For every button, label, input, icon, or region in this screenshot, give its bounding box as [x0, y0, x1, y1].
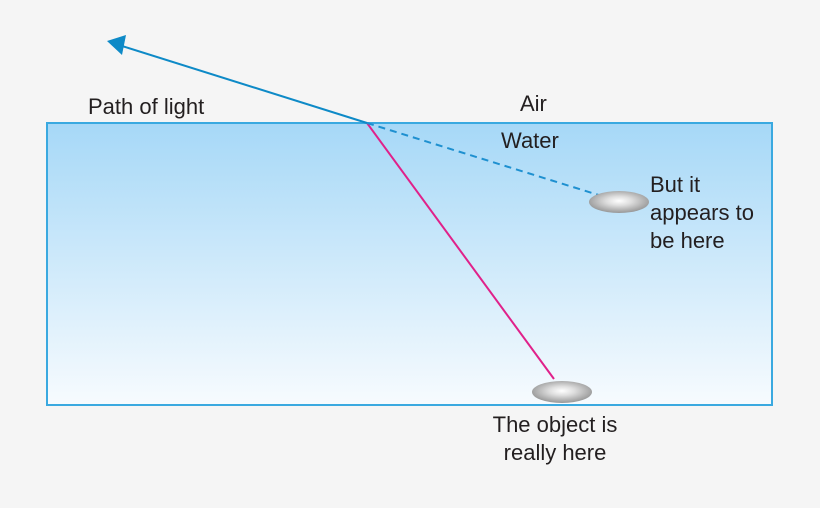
water-label: Water [501, 128, 559, 153]
apparent-ray-dashed [366, 122, 606, 198]
apparent-label-line-2: appears to [650, 200, 754, 225]
real-position-label: The object is really here [476, 411, 634, 467]
refracted-light-ray [121, 45, 368, 124]
apparent-position-label: But it appears to be here [650, 171, 754, 255]
real-object [532, 381, 592, 403]
apparent-object [589, 191, 649, 213]
arrowhead-icon [107, 35, 126, 55]
air-label: Air [520, 91, 547, 116]
path-of-light-label: Path of light [88, 94, 205, 119]
water-tank [46, 122, 773, 406]
real-label-line-1: The object is [492, 412, 618, 437]
real-label-line-2: really here [503, 440, 607, 465]
apparent-label-line-3: be here [650, 228, 725, 253]
apparent-label-line-1: But it [650, 172, 701, 197]
true-light-ray [366, 122, 555, 380]
